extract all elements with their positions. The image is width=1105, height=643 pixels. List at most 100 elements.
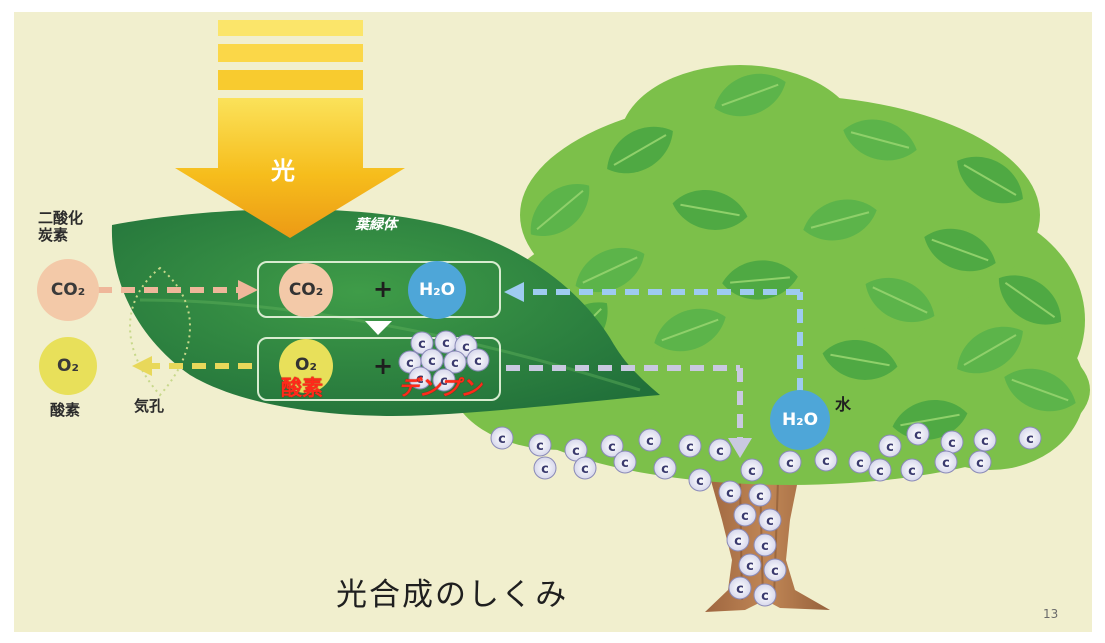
- canopy-leaf-vein: [963, 164, 1017, 196]
- starch-particle: [678, 434, 702, 458]
- starch-flow-arrow: [506, 365, 752, 458]
- starch-particle: [613, 450, 637, 474]
- starch-particle: [432, 368, 456, 392]
- starch-particle-glyph: c: [856, 456, 864, 471]
- reaction-co2-circle: [279, 263, 333, 317]
- canopy-leaf-vein: [850, 131, 910, 149]
- canopy-leaf-vein: [661, 318, 719, 342]
- tree-h2o-circle: [770, 390, 830, 450]
- product-starch-label: デンプン: [398, 376, 482, 400]
- starch-particle-glyph: c: [661, 462, 669, 477]
- co2-circle: [37, 259, 99, 321]
- starch-particle-glyph: c: [761, 589, 769, 604]
- canopy-leaf-vein: [931, 238, 989, 262]
- starch-particle: [528, 433, 552, 457]
- reaction-co2-label: CO₂: [288, 280, 324, 300]
- starch-particle: [814, 448, 838, 472]
- starch-particle-glyph: c: [451, 356, 459, 371]
- canopy-leaf-vein: [1004, 281, 1056, 319]
- tree-h2o-label: H₂O: [781, 410, 819, 430]
- stoma-label: 気孔: [134, 397, 165, 415]
- canopy-leaf-vein: [582, 256, 638, 284]
- starch-particle: [900, 458, 924, 482]
- reaction-box-output: [257, 337, 501, 401]
- starch-particle-glyph: c: [942, 456, 950, 471]
- starch-particle-glyph: c: [734, 534, 742, 549]
- starch-particle-glyph: c: [766, 514, 774, 529]
- starch-particle-glyph: c: [416, 372, 424, 387]
- starch-particle-glyph: c: [914, 428, 922, 443]
- starch-particle: [490, 426, 514, 450]
- canopy-leaf-vein: [680, 203, 740, 217]
- starch-particle-glyph: c: [442, 336, 450, 351]
- starch-particle-glyph: c: [646, 434, 654, 449]
- starch-particle: [848, 450, 872, 474]
- starch-particle-glyph: c: [786, 456, 794, 471]
- starch-particle: [708, 438, 732, 462]
- canopy-leaf-vein: [613, 134, 667, 166]
- reaction-o2-circle: [279, 339, 333, 393]
- starch-particle: [878, 434, 902, 458]
- page-number: 13: [1043, 607, 1059, 621]
- chloroplast-label: 葉緑体: [355, 217, 397, 233]
- starch-particle-glyph: c: [948, 436, 956, 451]
- canopy-leaf-vein: [872, 286, 928, 314]
- starch-particle: [733, 503, 757, 527]
- reaction-plus-top: +: [373, 275, 394, 303]
- starch-particle: [738, 553, 762, 577]
- starch-particle-glyph: c: [746, 559, 754, 574]
- starch-particle: [688, 468, 712, 492]
- starch-particle-glyph: c: [572, 444, 580, 459]
- starch-particle-glyph: c: [406, 356, 414, 371]
- starch-particle: [968, 450, 992, 474]
- starch-particle-glyph: c: [908, 464, 916, 479]
- starch-particle: [600, 434, 624, 458]
- canopy-leaf-vein: [730, 276, 790, 284]
- reaction-o2-label: O₂: [295, 355, 317, 375]
- canopy-leaf-vein: [536, 189, 584, 231]
- starch-particle: [973, 428, 997, 452]
- starch-particle-glyph: c: [462, 340, 470, 355]
- starch-particle-glyph: c: [876, 464, 884, 479]
- starch-particle-glyph: c: [1026, 432, 1034, 447]
- starch-particle: [533, 456, 557, 480]
- starch-particle: [778, 450, 802, 474]
- starch-particle: [728, 576, 752, 600]
- water-flow-arrow: [504, 282, 803, 392]
- starch-particle-glyph: c: [771, 564, 779, 579]
- canopy-leaf-vein: [721, 83, 779, 107]
- starch-particle-glyph: c: [621, 456, 629, 471]
- starch-particle: [573, 456, 597, 480]
- starch-particle: [638, 428, 662, 452]
- reaction-down-arrow: [365, 321, 392, 335]
- light-label: 光: [271, 157, 295, 185]
- starch-particle: [443, 350, 467, 374]
- reaction-h2o-label: H₂O: [418, 280, 456, 300]
- starch-particle-glyph: c: [748, 464, 756, 479]
- o2-circle: [39, 337, 97, 395]
- leaf-vein: [139, 298, 641, 392]
- starch-particle-glyph: c: [498, 432, 506, 447]
- reaction-h2o-circle: [408, 261, 466, 319]
- starch-particle-glyph: c: [886, 440, 894, 455]
- starch-particle: [758, 508, 782, 532]
- starch-particle-glyph: c: [440, 374, 448, 389]
- starch-particle: [934, 450, 958, 474]
- water-label: 水: [835, 395, 852, 414]
- starch-particle: [718, 480, 742, 504]
- o2-flow-arrow: [132, 356, 252, 376]
- co2-name-label: 二酸化 炭素: [38, 209, 84, 245]
- canopy-leaf-vein: [900, 413, 960, 427]
- starch-particle-glyph: c: [418, 337, 426, 352]
- starch-particle-glyph: c: [581, 462, 589, 477]
- starch-particle: [748, 483, 772, 507]
- starch-particle-glyph: c: [716, 444, 724, 459]
- starch-particle-glyph: c: [761, 539, 769, 554]
- canopy-leaf-vein: [810, 211, 870, 229]
- canopy-leaf-vein: [1011, 378, 1069, 402]
- o2-formula-label: O₂: [57, 356, 79, 376]
- light-arrow: [175, 20, 405, 238]
- starch-particle: [763, 558, 787, 582]
